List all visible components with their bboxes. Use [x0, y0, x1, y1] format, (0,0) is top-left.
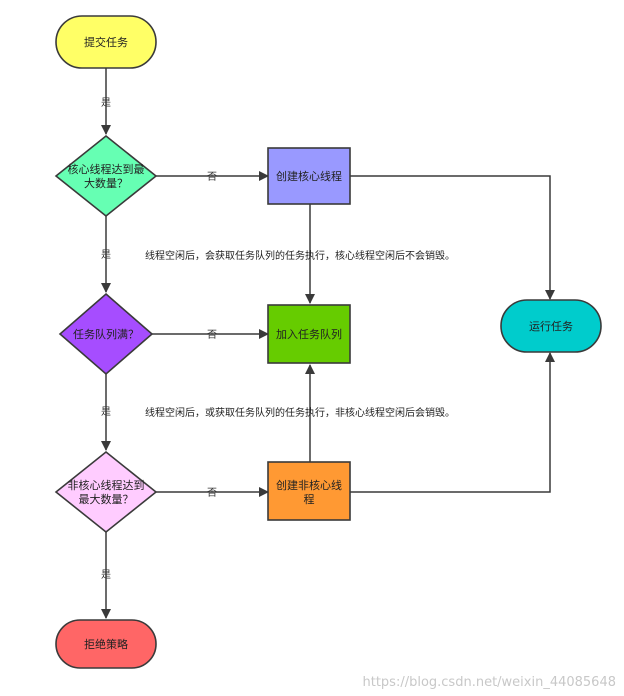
- node-queue-full-check-label: 任务队列满？: [73, 327, 139, 341]
- node-reject-policy: 拒绝策略: [55, 619, 157, 669]
- edge-label-no-2: 否: [207, 329, 217, 341]
- edge-label-no-1: 否: [207, 171, 217, 183]
- node-reject-policy-label: 拒绝策略: [84, 637, 128, 651]
- node-create-core-thread-label: 创建核心线程: [276, 169, 342, 183]
- node-create-core-thread: 创建核心线程: [267, 147, 351, 205]
- node-run-task-label: 运行任务: [529, 320, 573, 333]
- node-submit-task: 提交任务: [55, 15, 157, 69]
- edge-label-yes-1: 是: [101, 97, 111, 109]
- node-add-to-queue-label: 加入任务队列: [276, 327, 342, 341]
- edge-label-yes-3: 是: [101, 406, 111, 418]
- edge-create-noncore-to-run: [350, 352, 555, 493]
- edge-label-yes-4: 是: [101, 569, 111, 581]
- node-create-noncore-thread-label-2: 程: [304, 493, 315, 506]
- edge-create-core-to-run: [350, 175, 555, 300]
- watermark: https://blog.csdn.net/weixin_44085648: [362, 675, 616, 690]
- node-core-thread-check-label-1: 核心线程达到最: [68, 162, 145, 176]
- node-noncore-thread-check-label-2: 最大数量？: [79, 492, 134, 506]
- edge-label-yes-2: 是: [101, 249, 111, 261]
- node-core-thread-check: 核心线程达到最 大数量？: [54, 134, 158, 218]
- node-add-to-queue: 加入任务队列: [267, 304, 351, 364]
- node-submit-task-label: 提交任务: [84, 35, 128, 49]
- node-run-task: 运行任务: [500, 299, 602, 353]
- node-noncore-thread-check-label-1: 非核心线程达到: [68, 478, 145, 492]
- note-noncore-thread-idle: 线程空闲后，或获取任务队列的任务执行，非核心线程空闲后会销毁。: [145, 406, 455, 419]
- node-queue-full-check: 任务队列满？: [58, 292, 154, 376]
- node-create-noncore-thread-label-1: 创建非核心线: [276, 478, 342, 492]
- edge-label-no-3: 否: [207, 487, 217, 499]
- node-create-noncore-thread: 创建非核心线 程: [267, 461, 351, 521]
- note-core-thread-idle: 线程空闲后，会获取任务队列的任务执行，核心线程空闲后不会销毁。: [145, 249, 455, 262]
- node-noncore-thread-check: 非核心线程达到 最大数量？: [54, 450, 158, 534]
- node-core-thread-check-label-2: 大数量？: [84, 176, 128, 190]
